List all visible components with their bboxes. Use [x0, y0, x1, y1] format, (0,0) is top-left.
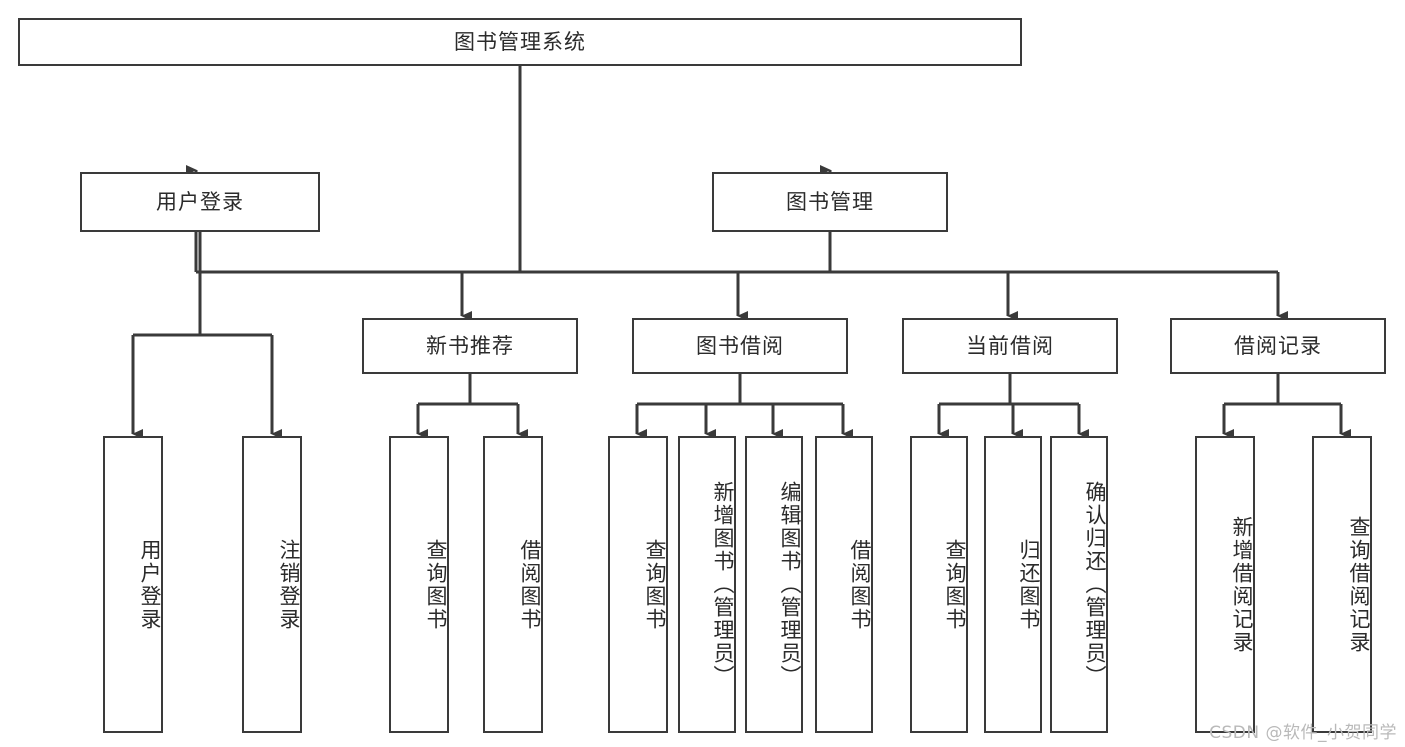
node-book-borrow[interactable]: 图书借阅 [632, 318, 848, 374]
node-label: 确认归还（管理员） [1083, 481, 1107, 688]
node-user-login[interactable]: 用户登录 [80, 172, 320, 232]
node-label: 新增借阅记录 [1230, 515, 1254, 654]
node-leaf-query-book-1[interactable]: 查询图书 [389, 436, 449, 733]
node-current-borrow[interactable]: 当前借阅 [902, 318, 1118, 374]
node-leaf-query-record[interactable]: 查询借阅记录 [1312, 436, 1372, 733]
node-leaf-edit-book[interactable]: 编辑图书（管理员） [745, 436, 803, 733]
node-label: 注销登录 [277, 538, 301, 631]
node-leaf-query-book-2[interactable]: 查询图书 [608, 436, 668, 733]
watermark-text: CSDN @软件_小贺同学 [1209, 723, 1397, 743]
node-label: 用户登录 [156, 189, 244, 214]
node-label: 用户登录 [138, 538, 162, 631]
node-leaf-add-book[interactable]: 新增图书（管理员） [678, 436, 736, 733]
node-label: 查询图书 [643, 538, 667, 631]
node-leaf-user-login[interactable]: 用户登录 [103, 436, 163, 733]
node-leaf-confirm-return[interactable]: 确认归还（管理员） [1050, 436, 1108, 733]
node-book-manage[interactable]: 图书管理 [712, 172, 948, 232]
node-label: 归还图书 [1017, 538, 1041, 631]
node-label: 新增图书（管理员） [711, 481, 735, 688]
node-leaf-return-book[interactable]: 归还图书 [984, 436, 1042, 733]
node-label: 当前借阅 [966, 333, 1054, 358]
node-label: 新书推荐 [426, 333, 514, 358]
node-label: 借阅图书 [848, 538, 872, 631]
node-leaf-query-book-3[interactable]: 查询图书 [910, 436, 968, 733]
node-label: 图书管理 [786, 189, 874, 214]
node-label: 借阅记录 [1234, 333, 1322, 358]
node-borrow-record[interactable]: 借阅记录 [1170, 318, 1386, 374]
node-label: 查询图书 [943, 538, 967, 631]
node-leaf-add-record[interactable]: 新增借阅记录 [1195, 436, 1255, 733]
node-label: 图书借阅 [696, 333, 784, 358]
node-leaf-logout[interactable]: 注销登录 [242, 436, 302, 733]
edges [131, 66, 1351, 439]
node-leaf-borrow-book-2[interactable]: 借阅图书 [815, 436, 873, 733]
node-label: 查询借阅记录 [1347, 515, 1371, 654]
node-leaf-borrow-book-1[interactable]: 借阅图书 [483, 436, 543, 733]
node-new-book-recommend[interactable]: 新书推荐 [362, 318, 578, 374]
node-label: 图书管理系统 [454, 29, 586, 54]
node-label: 编辑图书（管理员） [778, 481, 802, 688]
node-root-system[interactable]: 图书管理系统 [18, 18, 1022, 66]
node-label: 查询图书 [424, 538, 448, 631]
node-label: 借阅图书 [518, 538, 542, 631]
